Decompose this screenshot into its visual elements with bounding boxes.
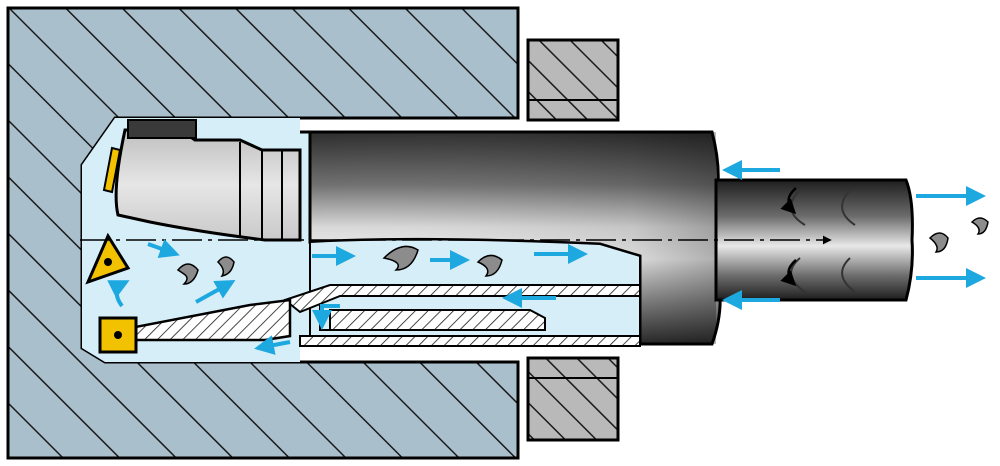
- flow-arrow-icon: [312, 304, 340, 330]
- cutting-insert-top: [85, 232, 131, 285]
- flow-arrow-icon: [195, 280, 236, 304]
- support-block-top: [526, 38, 620, 122]
- cutting-insert-bottom: [98, 316, 138, 354]
- output-shaft: [714, 178, 914, 302]
- flow-arrow-icon: [107, 280, 130, 308]
- support-block-bottom: [526, 356, 620, 442]
- inner-tube: [282, 284, 641, 347]
- rotation-arrow-icon: [780, 187, 797, 287]
- flow-arrow-icon: [147, 239, 180, 259]
- drill-body-lower: [106, 298, 292, 349]
- chip-icon: [176, 217, 989, 285]
- cutting-insert-side: [102, 146, 122, 194]
- coolant-flow-arrows: [107, 160, 986, 355]
- flow-arrow-icon: [254, 335, 291, 355]
- drill-head: [114, 119, 302, 242]
